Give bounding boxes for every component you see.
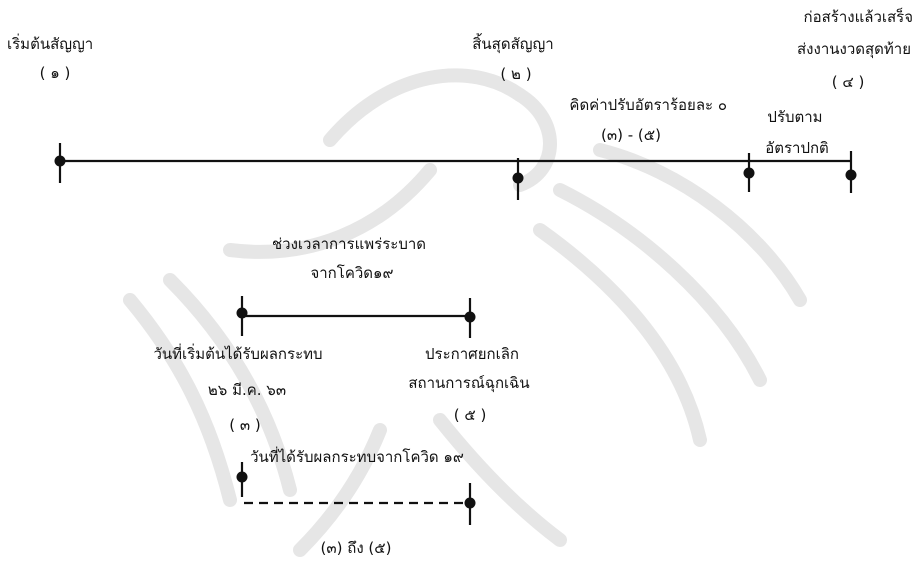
label-num-4: ( ๔ )	[832, 75, 865, 90]
marker-pandemic-start	[237, 308, 248, 319]
marker-impact-end	[465, 498, 476, 509]
label-emergency-cancel-2: สถานการณ์ฉุกเฉิน	[408, 376, 529, 391]
label-num-5: ( ๕ )	[454, 408, 487, 423]
label-pandemic-title-2: จากโควิด๑๙	[310, 266, 393, 281]
label-contract-start: เริ่มต้นสัญญา	[7, 37, 93, 52]
label-impact-range: (๓) ถึง (๕)	[321, 541, 392, 556]
marker-p4	[846, 170, 857, 181]
label-normal-penalty-2: อัตราปกติ	[765, 141, 829, 156]
label-impact-start-date-1: วันที่เริ่มต้นได้รับผลกระทบ	[153, 347, 322, 362]
label-zero-penalty-range: (๓) - (๕)	[601, 128, 661, 143]
label-zero-penalty: คิดค่าปรับอัตราร้อยละ ๐	[569, 98, 727, 113]
garuda-emblem-watermark	[130, 75, 800, 550]
label-construction-done: ก่อสร้างแล้วเสร็จ	[804, 10, 913, 25]
label-impact-title: วันที่ได้รับผลกระทบจากโควิด ๑๙	[250, 450, 464, 465]
marker-p2	[513, 173, 524, 184]
label-pandemic-title-1: ช่วงเวลาการแพร่ระบาด	[272, 237, 426, 252]
label-normal-penalty-1: ปรับตาม	[767, 110, 822, 125]
marker-p5	[744, 168, 755, 179]
marker-pandemic-end	[465, 312, 476, 323]
label-final-delivery: ส่งงานงวดสุดท้าย	[797, 42, 911, 57]
label-num-3: ( ๓ )	[229, 418, 261, 433]
marker-impact-start	[237, 472, 248, 483]
label-contract-end: สิ้นสุดสัญญา	[472, 37, 553, 52]
label-num-2: ( ๒ )	[500, 67, 531, 82]
marker-p1	[55, 156, 66, 167]
label-emergency-cancel-1: ประกาศยกเลิก	[425, 347, 519, 362]
label-num-1: ( ๑ )	[40, 66, 71, 81]
label-impact-start-date-2: ๒๖ มี.ค. ๖๓	[208, 383, 286, 398]
